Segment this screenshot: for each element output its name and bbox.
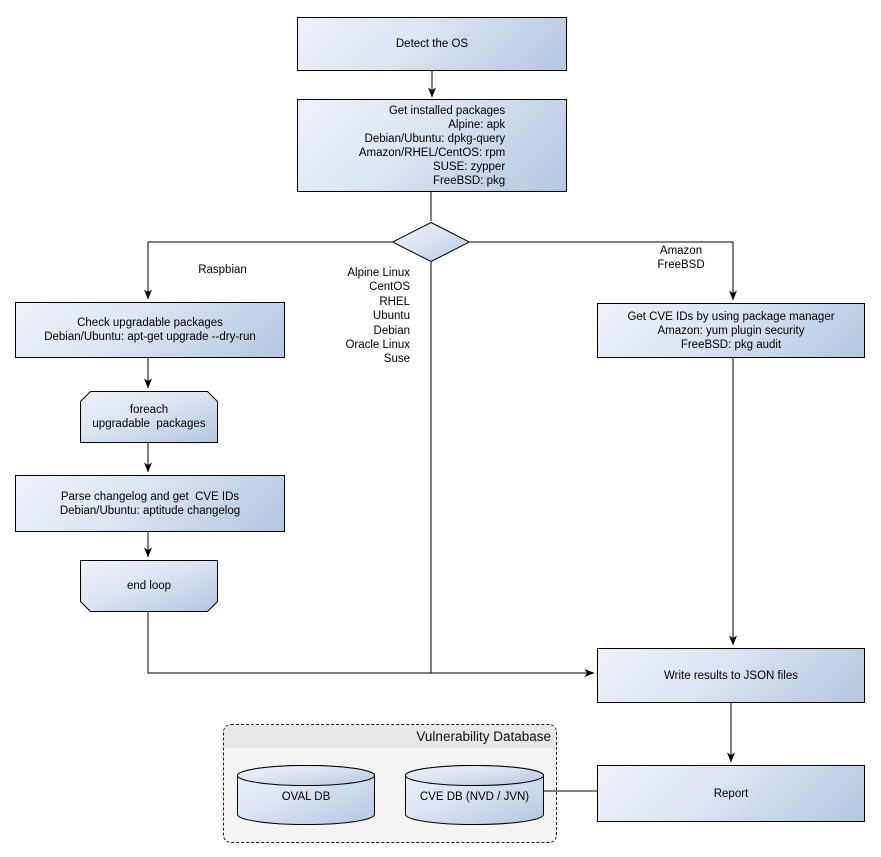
- node-report: Report: [597, 765, 865, 822]
- database-cylinder-icon: [237, 765, 375, 825]
- vulnerability-database-header: Vulnerability Database: [224, 725, 556, 748]
- node-oval-db: OVAL DB: [237, 765, 375, 825]
- loop-end-shape: [80, 560, 218, 612]
- node-detect-os-label: Detect the OS: [395, 38, 469, 50]
- node-parse-changelog: Parse changelog and get CVE IDs Debian/U…: [15, 475, 285, 532]
- node-end-loop-label: end loop: [126, 580, 172, 592]
- node-os-decision: [392, 222, 470, 262]
- database-cylinder-icon: [405, 765, 544, 825]
- node-foreach-loop: foreach upgradable packages: [80, 391, 218, 443]
- edge-label-amazon-freebsd: Amazon FreeBSD: [657, 245, 705, 272]
- node-oval-db-label: OVAL DB: [281, 791, 331, 803]
- edge-label-os-list: Alpine Linux CentOS RHEL Ubuntu Debian O…: [345, 267, 410, 366]
- node-get-installed-packages-label: Get installed packages Alpine: apk Debia…: [358, 104, 506, 187]
- node-get-cve-ids: Get CVE IDs by using package manager Ama…: [597, 303, 865, 358]
- node-cve-db: CVE DB (NVD / JVN): [405, 765, 544, 825]
- diamond-shape: [392, 222, 470, 262]
- node-check-upgradable-label: Check upgradable packages Debian/Ubuntu:…: [44, 317, 256, 343]
- node-get-cve-ids-label: Get CVE IDs by using package manager Ama…: [627, 310, 835, 351]
- node-foreach-loop-label: foreach upgradable packages: [92, 404, 206, 430]
- node-check-upgradable: Check upgradable packages Debian/Ubuntu:…: [15, 302, 285, 358]
- loop-start-shape: [80, 391, 218, 443]
- edge-label-raspbian: Raspbian: [198, 264, 247, 276]
- edge-endloop-to-write-results: [147, 612, 595, 677]
- vulnerability-database-title: Vulnerability Database: [416, 729, 551, 744]
- node-parse-changelog-label: Parse changelog and get CVE IDs Debian/U…: [59, 490, 241, 517]
- node-end-loop: end loop: [80, 560, 218, 612]
- node-detect-os: Detect the OS: [297, 17, 567, 71]
- node-get-installed-packages: Get installed packages Alpine: apk Debia…: [297, 99, 567, 192]
- node-write-results: Write results to JSON files: [597, 648, 865, 703]
- node-cve-db-label: CVE DB (NVD / JVN): [419, 791, 530, 803]
- node-report-label: Report: [713, 787, 749, 800]
- node-write-results-label: Write results to JSON files: [664, 669, 798, 682]
